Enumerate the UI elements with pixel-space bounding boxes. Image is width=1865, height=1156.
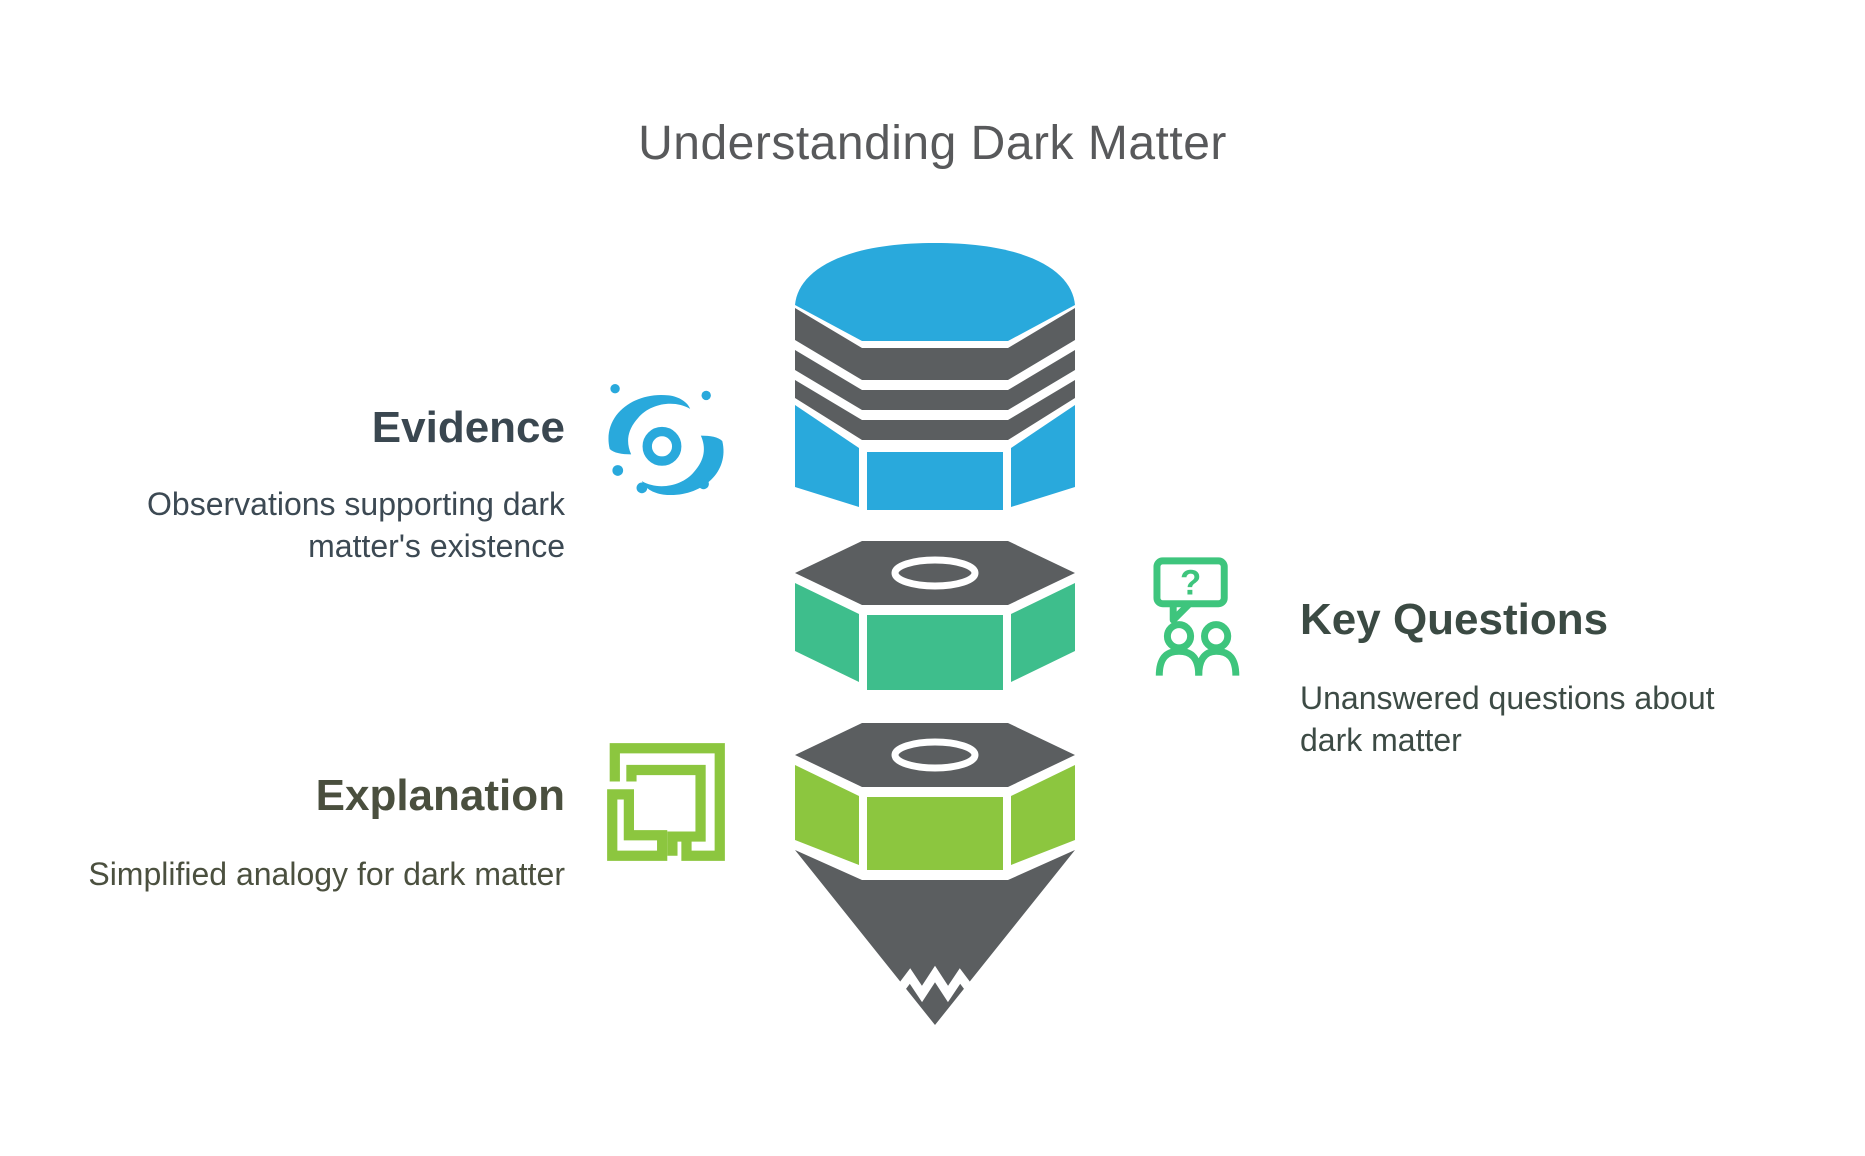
tip-cone bbox=[795, 850, 1075, 1025]
band-1 bbox=[795, 308, 1075, 380]
segment-explanation bbox=[795, 723, 1075, 870]
bracket-outer bbox=[609, 743, 725, 861]
pencil-cap bbox=[795, 243, 1075, 341]
key-questions-description: Unanswered questions about dark matter bbox=[1300, 680, 1715, 758]
galaxy-arm-lower bbox=[641, 435, 724, 496]
person-right-head bbox=[1201, 621, 1232, 652]
band-2 bbox=[795, 350, 1075, 410]
bracket-inner bbox=[626, 764, 706, 856]
pencil-tip bbox=[795, 850, 1075, 1025]
keyq-right-face bbox=[1011, 583, 1075, 682]
evidence-right-face bbox=[1011, 405, 1075, 507]
key-questions-heading: Key Questions bbox=[1300, 595, 1609, 644]
evidence-front-face bbox=[867, 452, 1003, 510]
person-left-body bbox=[1155, 647, 1203, 676]
evidence-description: Observations supporting dark matter's ex… bbox=[147, 486, 565, 564]
corner-brackets-icon bbox=[607, 743, 725, 861]
segment-key-questions bbox=[795, 541, 1075, 690]
speech-bubble-tail bbox=[1169, 601, 1192, 624]
galaxy-star-5 bbox=[698, 478, 709, 490]
pencil-funnel-graphic bbox=[795, 243, 1075, 1025]
explanation-front-face bbox=[867, 797, 1003, 870]
galaxy-star-4 bbox=[636, 482, 648, 494]
galaxy-icon bbox=[608, 384, 724, 496]
keyq-top-face bbox=[795, 541, 1075, 605]
galaxy-star-2 bbox=[701, 390, 711, 401]
question-mark: ? bbox=[1180, 563, 1201, 602]
explanation-top-hole bbox=[891, 738, 979, 772]
keyq-front-face bbox=[867, 615, 1003, 690]
galaxy-star-3 bbox=[612, 465, 624, 476]
evidence-left-face bbox=[795, 405, 859, 507]
band-3 bbox=[795, 380, 1075, 440]
section-evidence: Evidence Observations supporting dark ma… bbox=[55, 400, 565, 567]
explanation-heading: Explanation bbox=[315, 771, 565, 820]
page-title: Understanding Dark Matter bbox=[638, 117, 1227, 170]
explanation-description: Simplified analogy for dark matter bbox=[88, 856, 565, 892]
explanation-top-face bbox=[795, 723, 1075, 787]
evidence-heading: Evidence bbox=[371, 403, 565, 452]
keyq-top-hole bbox=[891, 556, 979, 590]
pencil-ferrule-bands bbox=[795, 308, 1075, 440]
speech-bubble bbox=[1153, 557, 1228, 608]
segment-evidence bbox=[795, 405, 1075, 510]
galaxy-star-1 bbox=[610, 384, 620, 394]
bracket-left bbox=[607, 789, 668, 861]
section-explanation: Explanation Simplified analogy for dark … bbox=[55, 768, 565, 895]
question-speech-people-icon: ? bbox=[1153, 557, 1240, 676]
galaxy-arm-upper bbox=[608, 394, 691, 455]
explanation-left-face bbox=[795, 765, 859, 865]
person-right-body bbox=[1195, 647, 1240, 676]
keyq-left-face bbox=[795, 583, 859, 682]
galaxy-core-ring bbox=[642, 426, 682, 466]
person-left-head bbox=[1163, 621, 1195, 652]
explanation-right-face bbox=[1011, 765, 1075, 865]
section-key-questions: Key Questions Unanswered questions about… bbox=[1300, 592, 1780, 761]
tip-break-zigzag bbox=[894, 965, 976, 1003]
